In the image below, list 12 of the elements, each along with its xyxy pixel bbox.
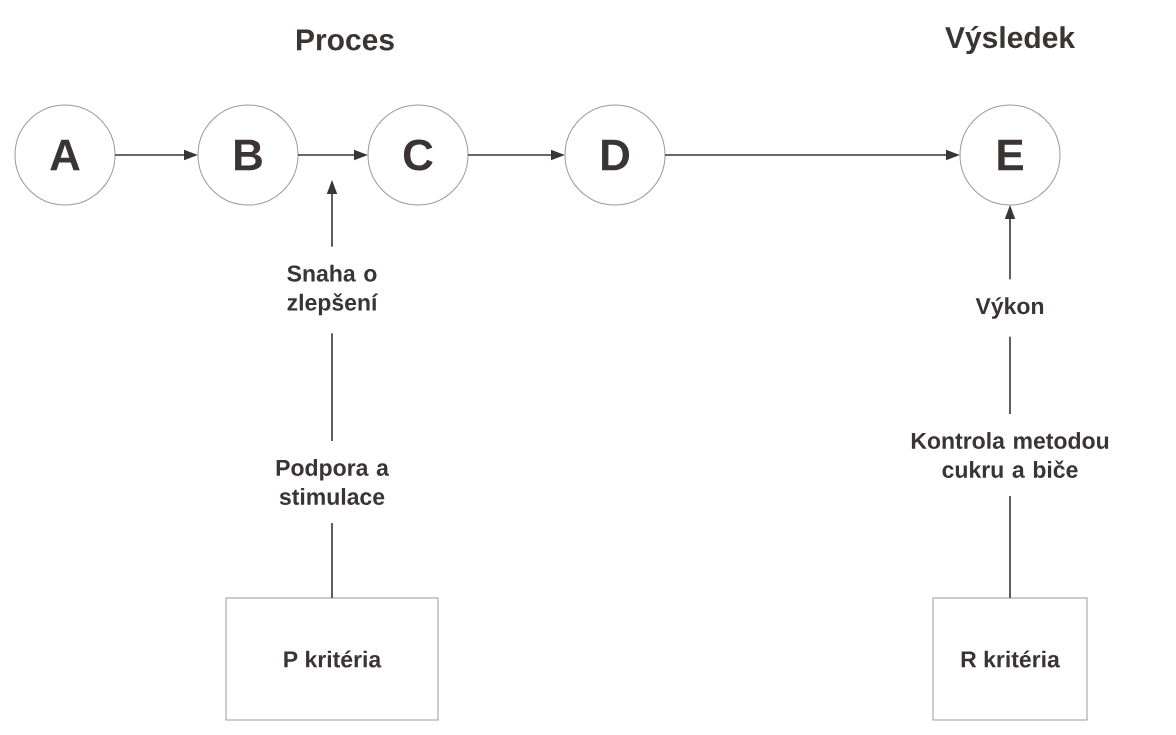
criteria-box: R kritéria <box>932 597 1088 721</box>
connector-line <box>331 522 333 599</box>
criteria-box: P kritéria <box>225 597 439 721</box>
heading: Proces <box>297 29 394 51</box>
heading: Výsledek <box>945 25 1076 55</box>
connector-line <box>1009 336 1011 415</box>
text-label: Kontrola metodou cukru a biče <box>911 432 1109 478</box>
text-label: Podpora a stimulace <box>276 459 389 505</box>
connector-line <box>1009 495 1011 599</box>
connector-line <box>331 332 333 442</box>
text-label: Výkon <box>975 297 1044 319</box>
text-label: Snaha o zlepšení <box>287 264 378 316</box>
